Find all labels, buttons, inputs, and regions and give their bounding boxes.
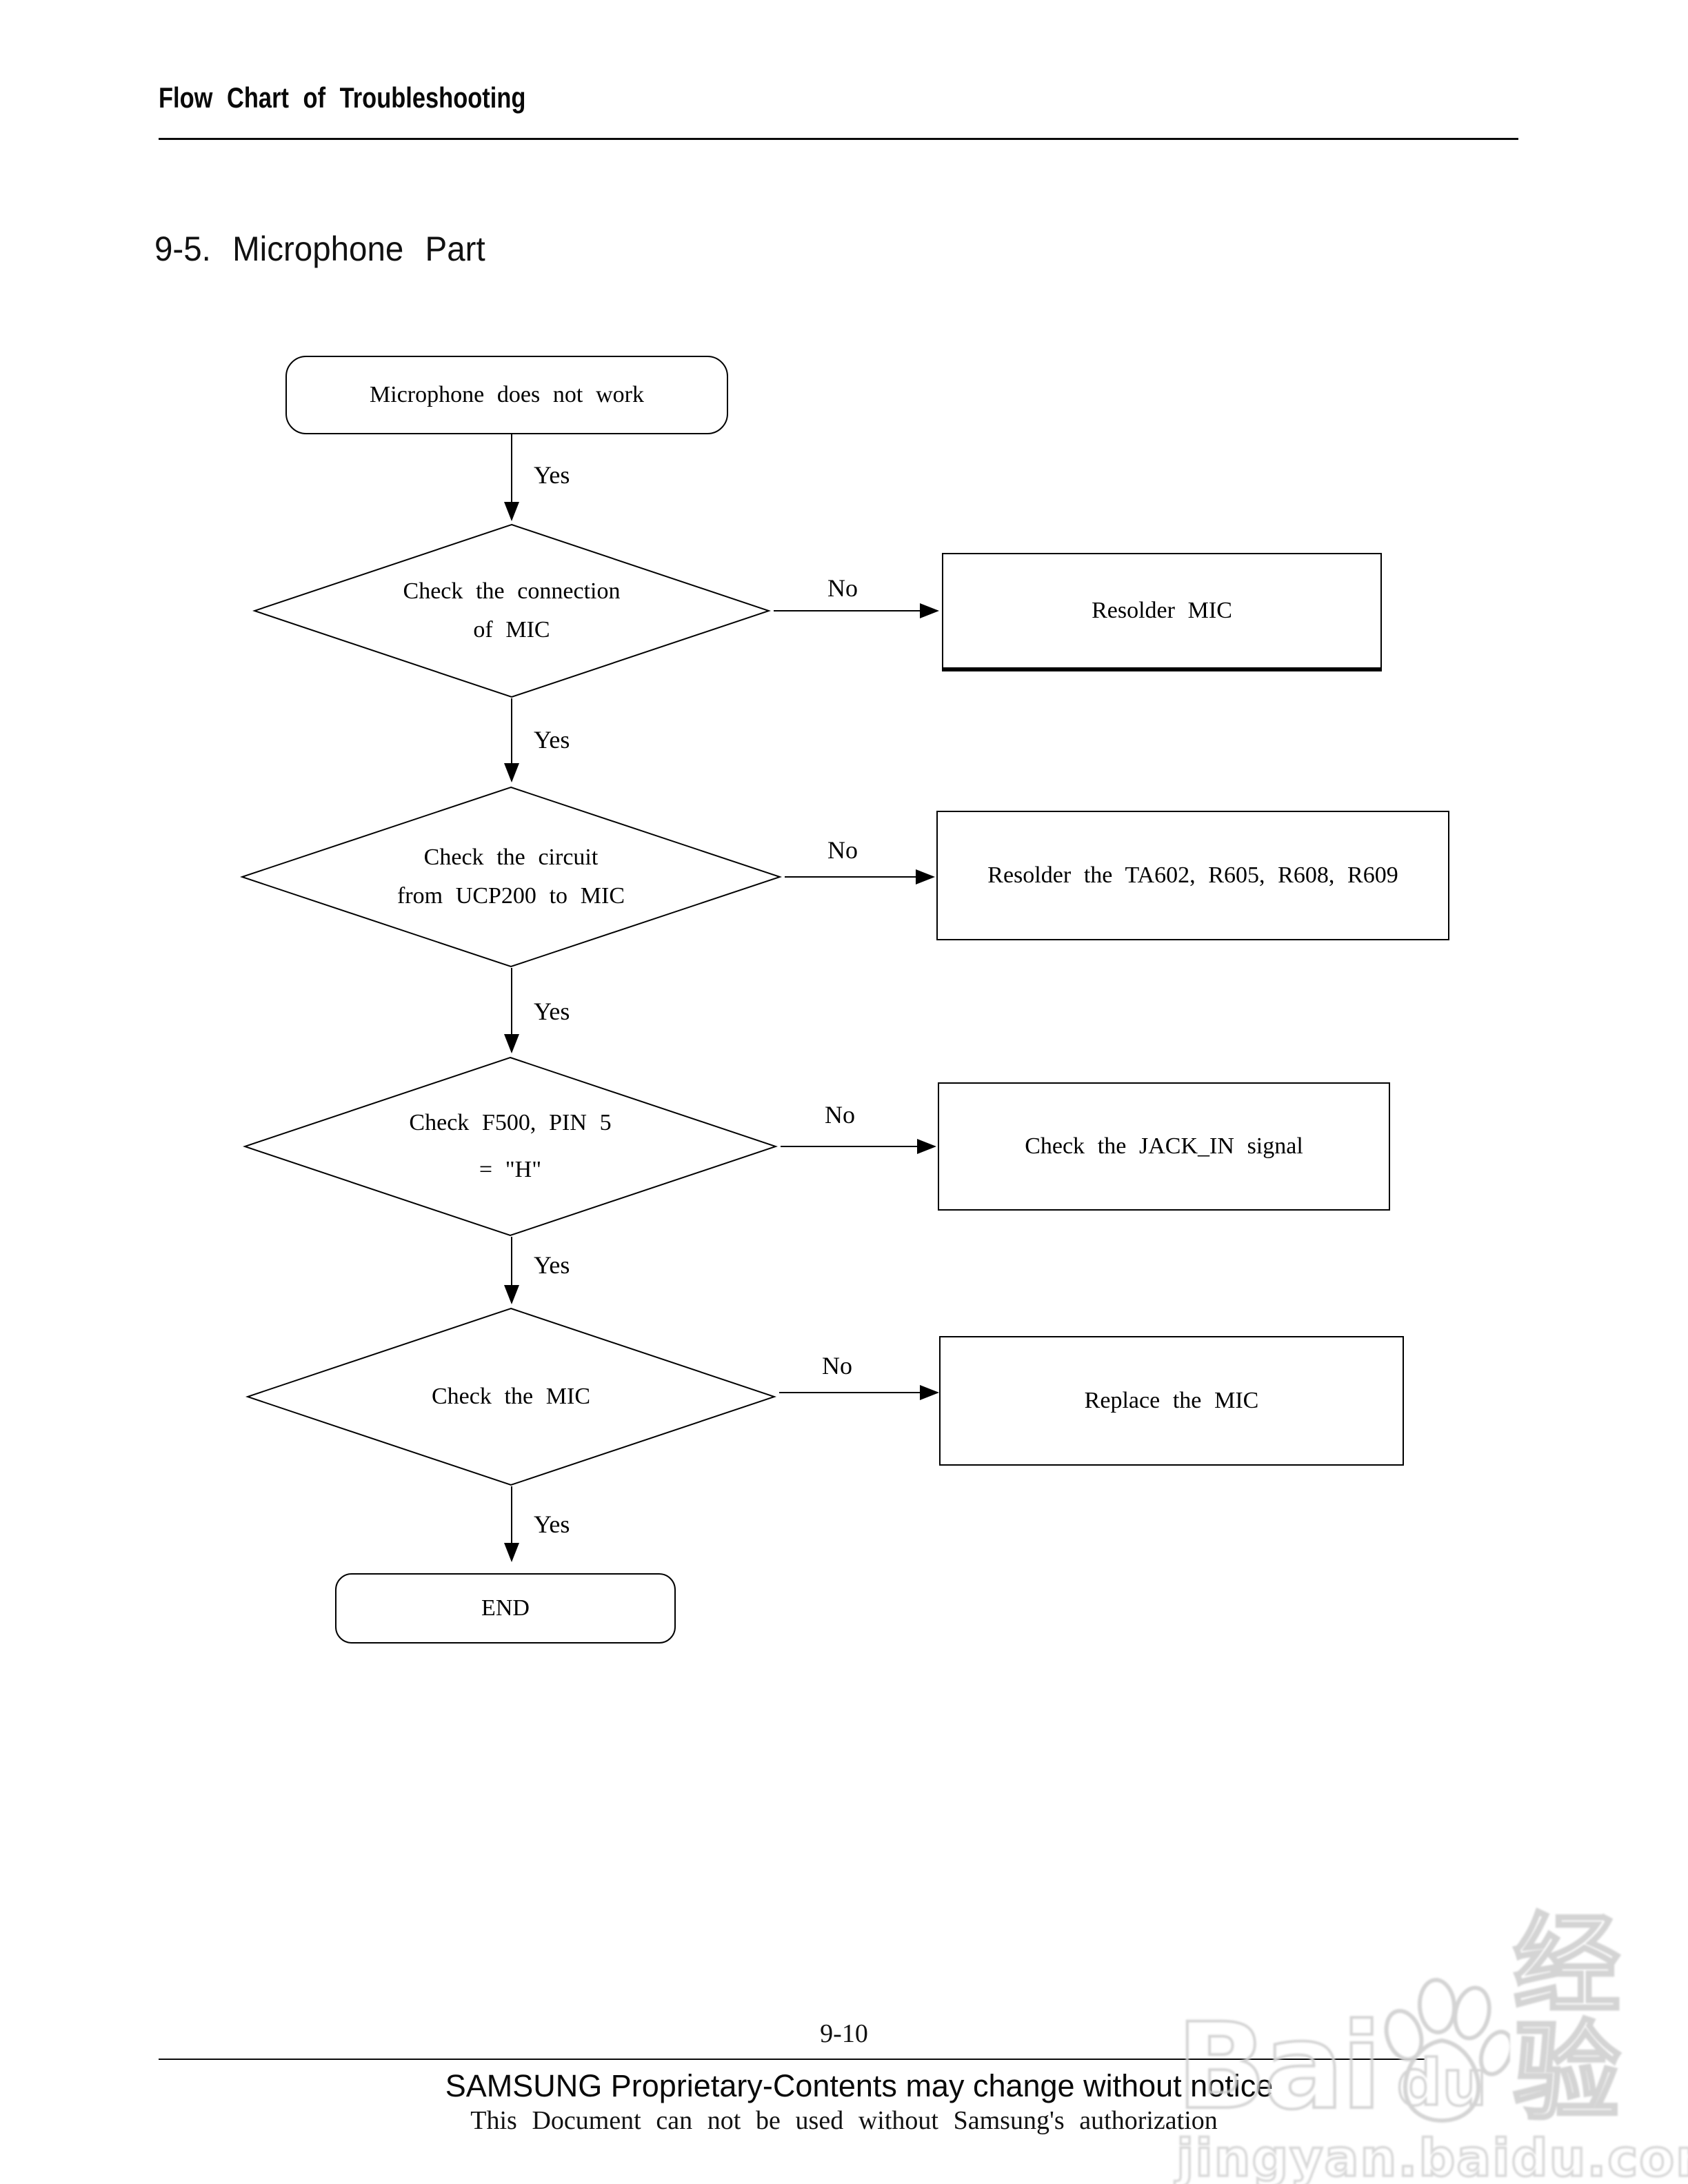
flow-decision-2 [240, 786, 782, 968]
connector-d4-to-end [511, 1486, 512, 1543]
flow-action-3: Check the JACK_IN signal [938, 1082, 1390, 1211]
yes-label-1: Yes [534, 461, 570, 489]
flow-node-start: Microphone does not work [285, 356, 728, 434]
baidu-logo: Bai du 经验 [1175, 1902, 1688, 2136]
connector-d2-to-action2 [785, 876, 916, 878]
yes-label-4: Yes [534, 1251, 570, 1279]
footer-proprietary-notice: SAMSUNG Proprietary-Contents may change … [445, 2068, 1274, 2103]
flow-node-start-label: Microphone does not work [370, 382, 644, 407]
connector-d2-to-d3 [511, 968, 512, 1034]
yes-label-2: Yes [534, 726, 570, 754]
no-label-4: No [822, 1352, 852, 1379]
no-label-2: No [827, 836, 858, 864]
flow-action-3-label: Check the JACK_IN signal [1025, 1133, 1303, 1159]
baidu-paw-icon: du [1374, 1977, 1514, 2125]
footer-divider [159, 2059, 1425, 2060]
baidu-logo-jingyan-cjk: 经验 [1511, 1902, 1625, 2135]
flow-node-end: END [335, 1573, 676, 1644]
no-label-3: No [825, 1101, 855, 1129]
flow-action-4: Replace the MIC [939, 1336, 1404, 1466]
baidu-logo-du-text: du [1396, 2046, 1489, 2120]
flow-action-2: Resolder the TA602, R605, R608, R609 [936, 811, 1449, 940]
flow-action-1: Resolder MIC [942, 553, 1382, 671]
flow-node-end-label: END [481, 1595, 530, 1621]
header-divider [159, 138, 1518, 140]
baidu-logo-bai-text: Bai [1175, 1997, 1383, 2136]
page-header-title: Flow Chart of Troubleshooting [159, 81, 526, 114]
flow-action-4-label: Replace the MIC [1084, 1388, 1259, 1413]
baidu-jingyan-watermark: Bai du 经验 jingyan.baidu.com [1175, 1902, 1688, 2184]
page-number: 9-10 [820, 2019, 868, 2048]
section-title: 9-5. Microphone Part [154, 230, 485, 268]
flow-decision-3 [243, 1056, 778, 1237]
connector-d3-to-action3 [781, 1146, 917, 1147]
connector-d3-to-d4 [511, 1237, 512, 1285]
flow-action-1-label: Resolder MIC [1092, 598, 1232, 623]
footer-authorization-notice: This Document can not be used without Sa… [470, 2106, 1218, 2135]
flow-decision-1 [252, 523, 771, 698]
connector-d4-to-action4 [779, 1392, 920, 1393]
no-label-1: No [827, 574, 858, 602]
watermark-site-url: jingyan.baidu.com [1175, 2129, 1688, 2184]
flow-decision-4 [245, 1307, 776, 1486]
connector-d1-to-d2 [511, 698, 512, 763]
yes-label-5: Yes [534, 1510, 570, 1538]
connector-d1-to-action1 [774, 610, 920, 611]
yes-label-3: Yes [534, 998, 570, 1025]
flow-action-2-label: Resolder the TA602, R605, R608, R609 [987, 862, 1398, 888]
connector-start-to-d1 [511, 434, 512, 502]
